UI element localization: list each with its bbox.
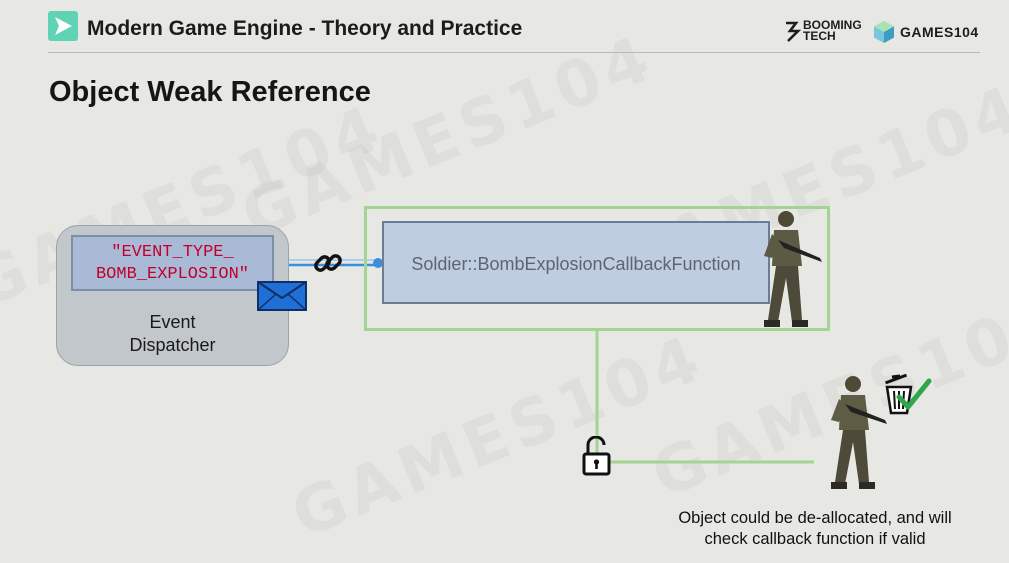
event-type-box: "EVENT_TYPE_ BOMB_EXPLOSION": [71, 235, 274, 291]
callback-function-box: [382, 221, 770, 304]
event-type-line2: BOMB_EXPLOSION": [95, 265, 250, 284]
soldier-figure: [823, 374, 891, 497]
connector-port-end: [373, 258, 383, 268]
callback-function-label: Soldier::BombExplosionCallbackFunction: [411, 254, 741, 274]
checkmark-icon: [896, 377, 932, 418]
dispatcher-label-line2: Dispatcher: [129, 335, 216, 355]
brand-games104: GAMES104: [900, 24, 979, 40]
games104-logo: [873, 20, 895, 44]
dispatcher-label-line1: Event: [149, 312, 196, 332]
event-type-line1: "EVENT_TYPE_: [111, 243, 234, 262]
caption-line1: Object could be de-allocated, and will: [678, 509, 952, 527]
brand-booming: BOOMING TECH: [803, 18, 862, 43]
booming-tech-logo: [784, 21, 802, 43]
unlocked-padlock-icon: [582, 435, 612, 481]
header-divider: [48, 52, 980, 53]
caption-line2: check callback function if valid: [704, 530, 926, 548]
link-icon: [311, 246, 345, 285]
deck-title: Modern Game Engine - Theory and Practice: [87, 17, 523, 40]
dispatcher-label: Event Dispatcher: [56, 311, 289, 357]
soldier-object-frame: [364, 206, 830, 331]
brand-booming-line2: TECH: [803, 29, 836, 43]
logo-icon: [48, 11, 78, 41]
soldier-figure: [754, 208, 826, 335]
slide-title: Object Weak Reference: [49, 76, 371, 108]
caption: Object could be de-allocated, and will c…: [640, 508, 990, 550]
envelope-icon: [257, 281, 307, 316]
brand-booming-line1: BOOMING: [803, 18, 862, 32]
